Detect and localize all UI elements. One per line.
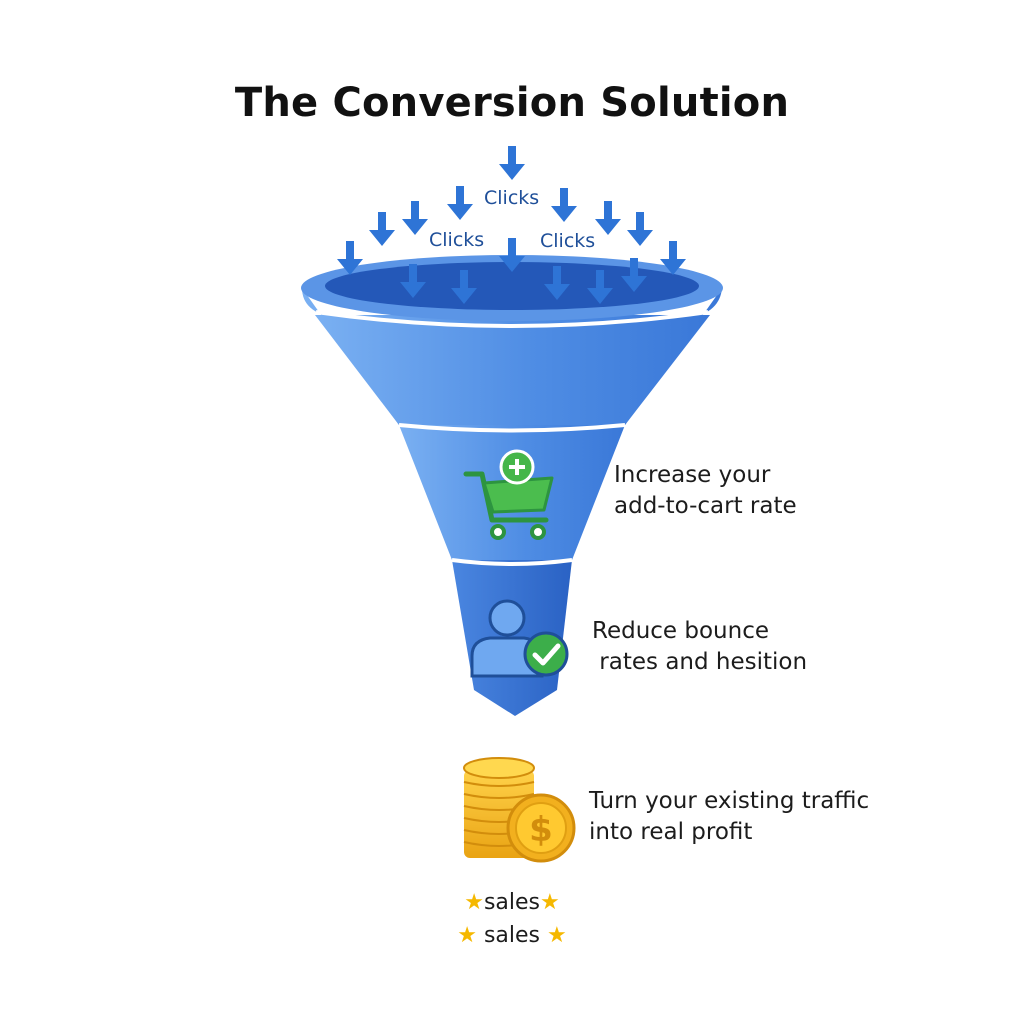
clicks-label: Clicks	[538, 230, 598, 252]
clicks-label: Clicks	[427, 229, 487, 251]
star-icon: ★	[547, 923, 567, 948]
arrow-down-icon	[447, 186, 473, 220]
stage-description-bounce: Reduce bounce rates and hesition	[592, 618, 808, 675]
clicks-label: Clicks	[482, 187, 542, 209]
sales-label: sales	[483, 890, 541, 915]
arrow-down-icon	[627, 212, 653, 246]
star-icon: ★	[457, 923, 477, 948]
funnel	[301, 255, 723, 716]
diagram-title: The Conversion Solution	[234, 80, 790, 126]
coin-stack-icon: $	[463, 757, 576, 863]
star-icon: ★	[540, 890, 560, 915]
star-icon: ★	[464, 890, 484, 915]
stage-description-cart: Increase your add-to-cart rate	[614, 462, 797, 519]
arrow-down-icon	[369, 212, 395, 246]
arrow-down-icon	[402, 201, 428, 235]
user-check-icon	[470, 599, 569, 678]
arrow-down-icon	[499, 146, 525, 180]
svg-text:$: $	[529, 810, 553, 850]
arrow-down-icon	[595, 201, 621, 235]
stage-description-profit: Turn your existing traffic into real pro…	[589, 788, 870, 845]
sales-label: sales	[483, 923, 541, 948]
sales-row: ★sales★	[400, 889, 624, 917]
arrow-down-icon	[551, 188, 577, 222]
shopping-cart-plus-icon	[463, 449, 554, 540]
sales-row: ★ sales ★	[400, 922, 624, 950]
